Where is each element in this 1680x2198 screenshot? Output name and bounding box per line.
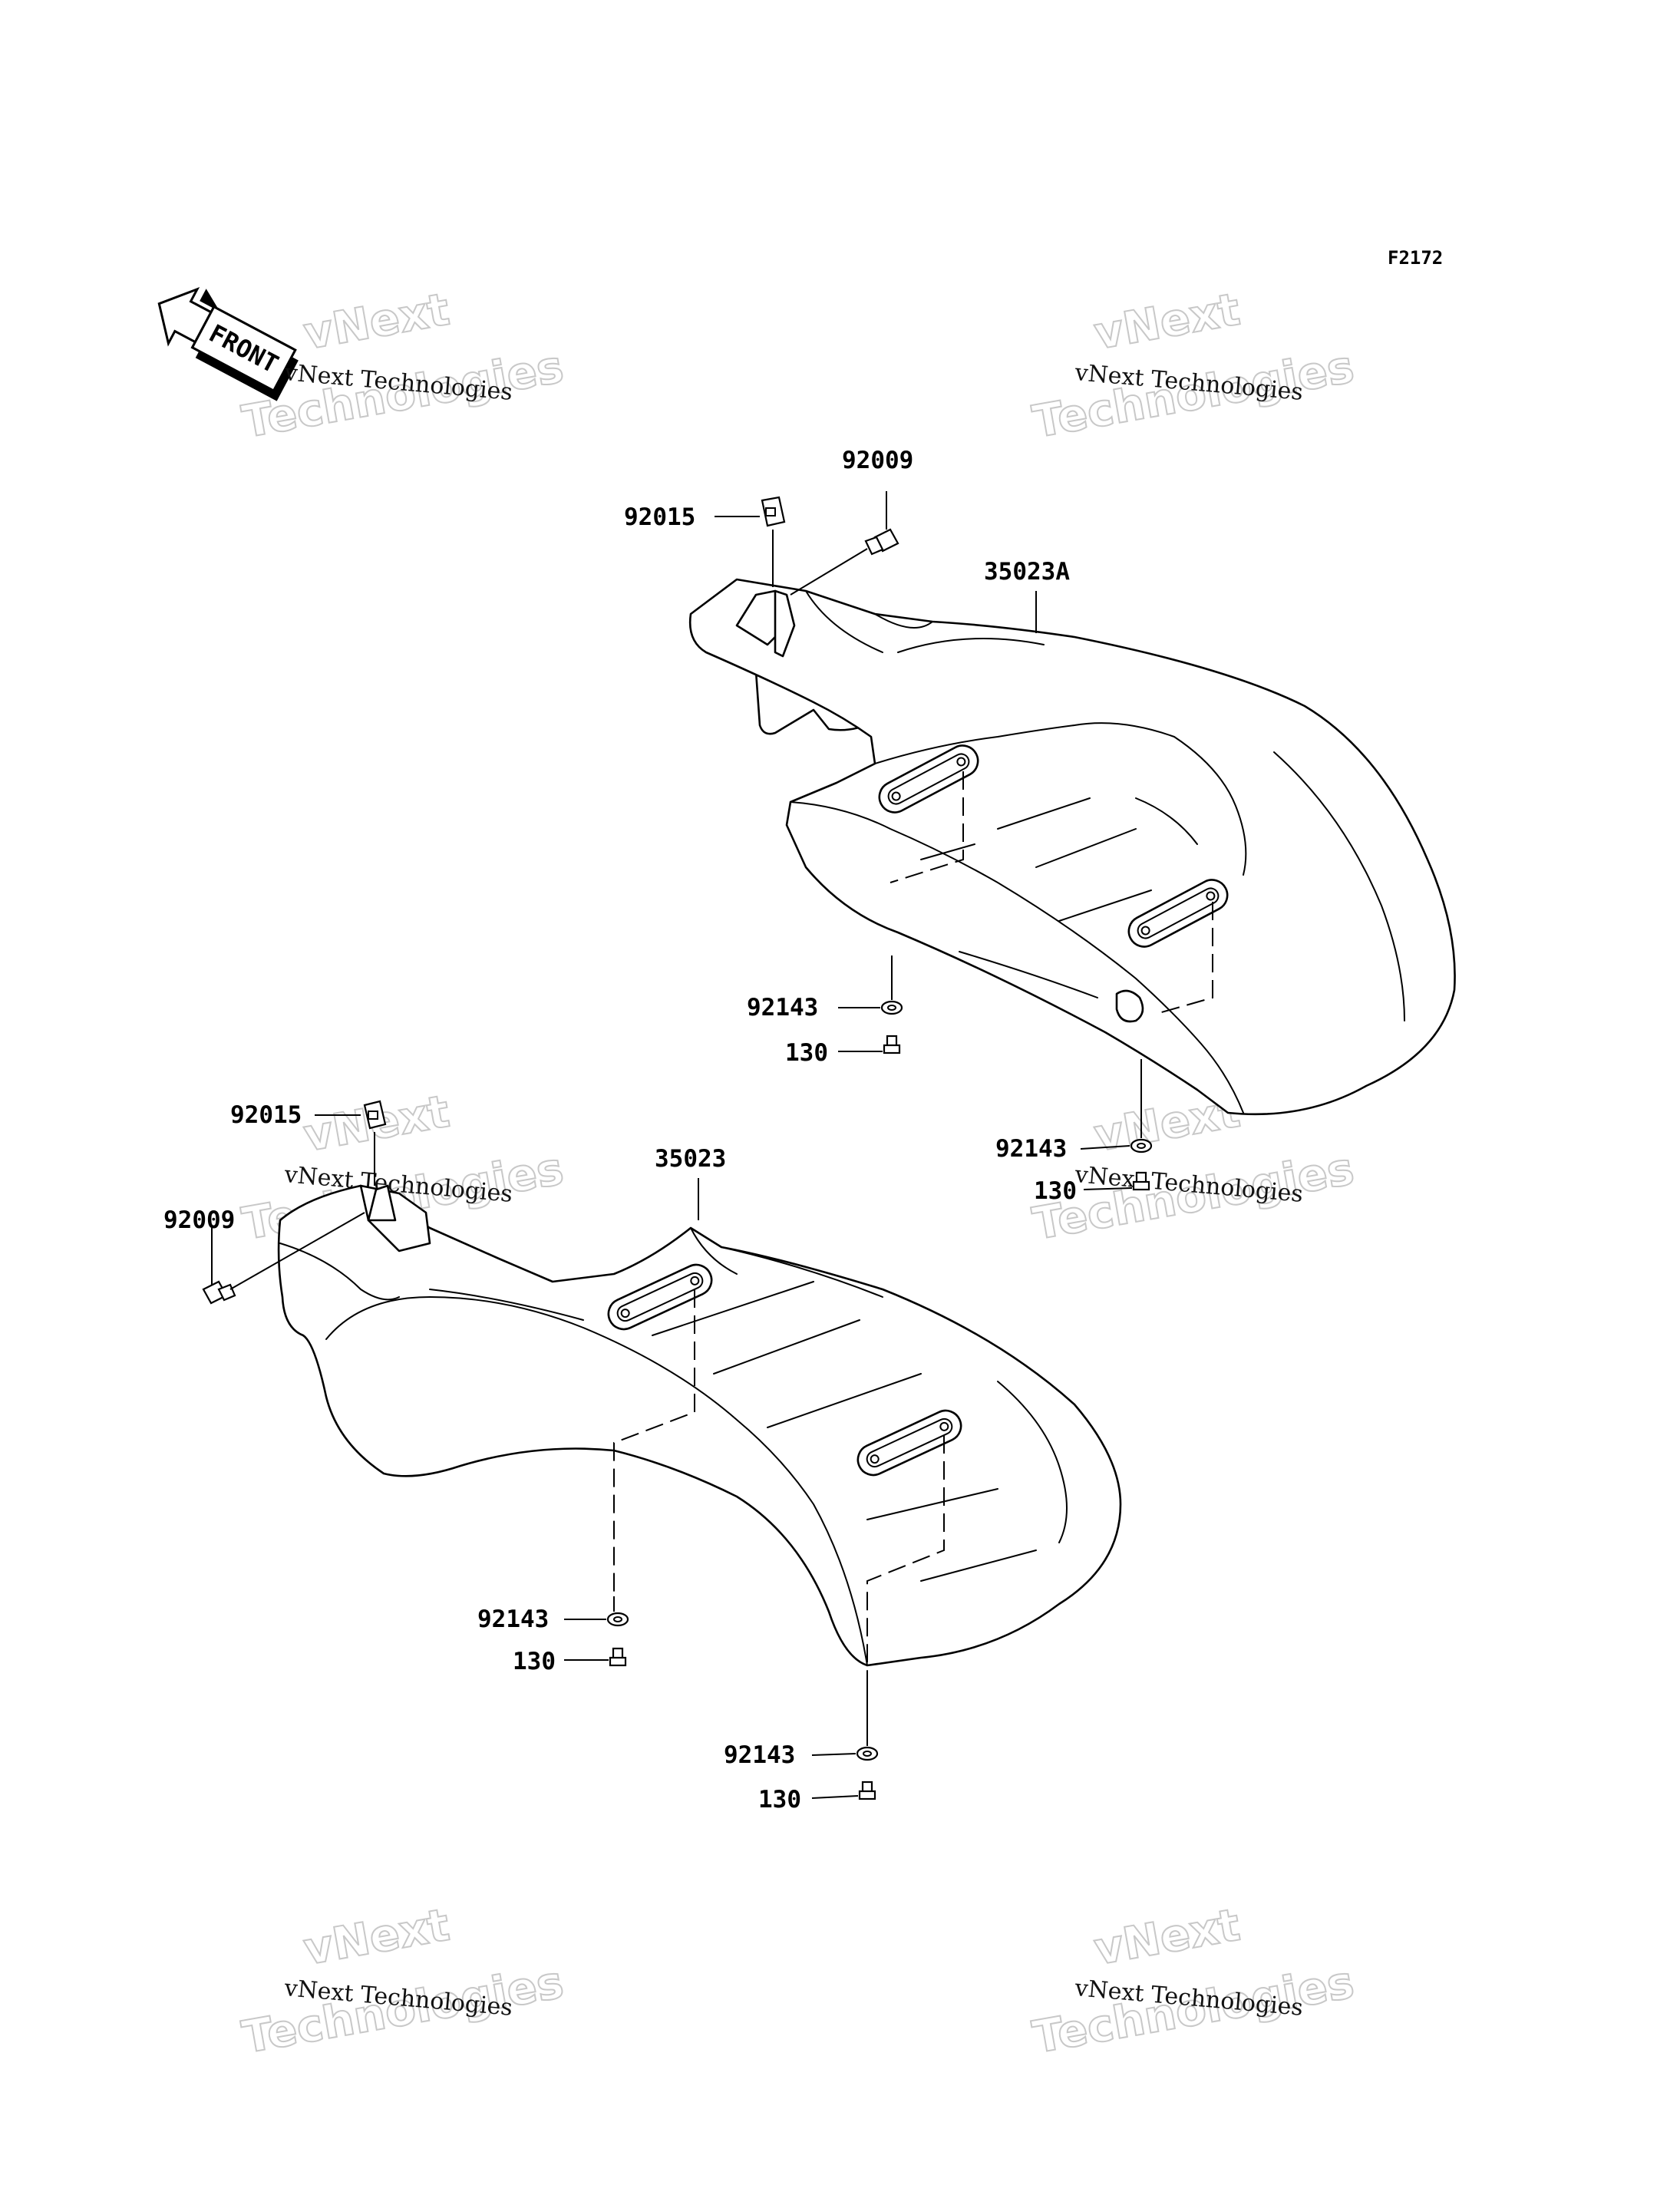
watermark-big-1: vNext (300, 1899, 454, 1975)
lower-clip-icon (363, 1100, 387, 1130)
watermark-top-left: vNext Technologies vNext Technologies (238, 282, 568, 449)
upper-clip-icon (761, 496, 786, 527)
watermark-top-right: vNext Technologies vNext Technologies (1028, 282, 1358, 449)
lower-guard (277, 1184, 1122, 1711)
watermark-big-1: vNext (300, 283, 454, 360)
upper-screw-rear-icon (1132, 1171, 1150, 1191)
callout-upper-bolt: 92009 (842, 447, 913, 474)
upper-collar-rear-icon (1130, 1138, 1153, 1153)
callout-lower-collar-rear: 92143 (724, 1741, 795, 1769)
watermark-mid-right: vNext Technologies vNext Technologies (1028, 1084, 1358, 1251)
upper-guard (688, 578, 1456, 1116)
callout-upper-collar-rear: 92143 (995, 1135, 1067, 1163)
callout-upper-screw-rear: 130 (1034, 1177, 1077, 1205)
callout-upper-screw-front: 130 (785, 1039, 828, 1067)
figure-code: F2172 (1388, 247, 1443, 269)
upper-collar-front-icon (880, 1000, 903, 1015)
upper-bolt-icon (864, 528, 899, 556)
callout-upper-clip: 92015 (624, 503, 695, 531)
lower-collar-front-icon (606, 1612, 629, 1627)
callout-lower-clip: 92015 (230, 1101, 302, 1129)
callout-lower-collar-front: 92143 (477, 1606, 549, 1633)
callout-lower-guard: 35023 (655, 1145, 726, 1173)
callout-upper-guard: 35023A (984, 558, 1070, 586)
lower-collar-rear-icon (856, 1746, 879, 1761)
watermark-bottom-right: vNext Technologies vNext Technologies (1028, 1898, 1358, 2064)
callout-lower-screw-rear: 130 (758, 1786, 801, 1814)
callout-lower-screw-front: 130 (513, 1648, 556, 1675)
lower-bolt-icon (202, 1280, 236, 1305)
callout-upper-collar-front: 92143 (747, 994, 818, 1021)
watermark-big-1: vNext (1091, 283, 1244, 360)
lower-screw-front-icon (609, 1647, 627, 1667)
watermark-bottom-left: vNext Technologies vNext Technologies (238, 1898, 568, 2064)
upper-screw-front-icon (883, 1035, 901, 1054)
callout-lower-bolt: 92009 (163, 1206, 235, 1234)
lower-screw-rear-icon (858, 1781, 876, 1800)
watermark-big-1: vNext (1091, 1899, 1244, 1975)
